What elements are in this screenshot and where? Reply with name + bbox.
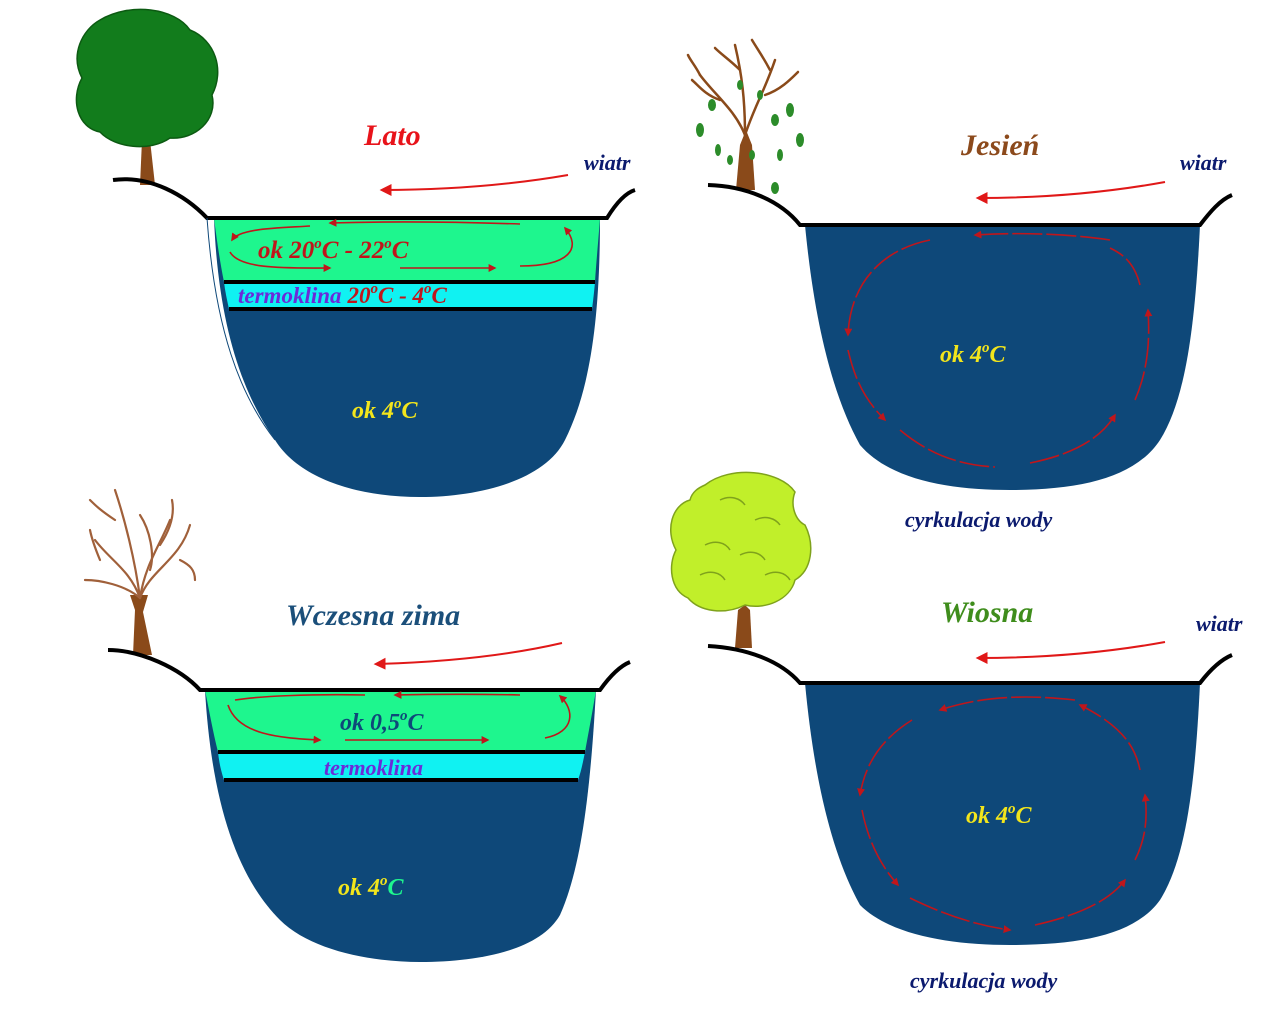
autumn-tree-icon	[686, 38, 804, 194]
summer-thermocline-band	[224, 282, 595, 309]
winter-surface-layer	[205, 690, 596, 752]
winter-shoreline	[107, 648, 631, 692]
spring-wind-label: wiatr	[1196, 611, 1243, 636]
spring-title: Wiosna	[941, 596, 1033, 629]
spring-water	[805, 683, 1200, 945]
autumn-title: Jesień	[960, 129, 1039, 162]
panel-spring: Wiosna wiatr ok 4oC cyrkulacja wody	[669, 471, 1243, 993]
summer-wind-arrow	[379, 174, 569, 196]
winter-title: Wczesna zima	[286, 599, 460, 632]
spring-temp: ok 4oC	[966, 801, 1033, 829]
autumn-shoreline	[707, 183, 1233, 227]
summer-title: Lato	[363, 119, 421, 152]
winter-wind-arrow	[373, 642, 563, 670]
spring-circulation-label: cyrkulacja wody	[910, 968, 1057, 993]
summer-surface-temp: ok 20oC - 22oC	[258, 236, 409, 264]
winter-thermocline-band	[218, 752, 585, 780]
summer-shoreline	[112, 177, 636, 220]
summer-deep-temp: ok 4oC	[352, 396, 419, 424]
spring-wind-arrow	[975, 641, 1166, 664]
autumn-wind-label: wiatr	[1180, 150, 1227, 175]
panel-autumn: Jesień wiatr ok 4oC cyrkulacja wody	[686, 38, 1233, 532]
spring-tree-icon	[669, 471, 812, 648]
autumn-water	[805, 225, 1200, 490]
panel-winter: Wczesna zima ok 0,5oC termoklina ok 4oC	[83, 488, 631, 962]
autumn-circulation-label: cyrkulacja wody	[905, 507, 1052, 532]
summer-warm-layer	[214, 218, 600, 282]
winter-deep-temp: ok 4oC	[338, 873, 405, 901]
winter-surface-temp: ok 0,5oC	[340, 708, 425, 736]
winter-thermocline-label: termoklina	[324, 755, 423, 780]
summer-tree-icon	[75, 8, 219, 185]
autumn-temp: ok 4oC	[940, 340, 1007, 368]
autumn-wind-arrow	[975, 181, 1166, 204]
bare-tree-icon	[83, 488, 197, 655]
summer-wind-label: wiatr	[584, 150, 631, 175]
spring-shoreline	[707, 644, 1233, 685]
